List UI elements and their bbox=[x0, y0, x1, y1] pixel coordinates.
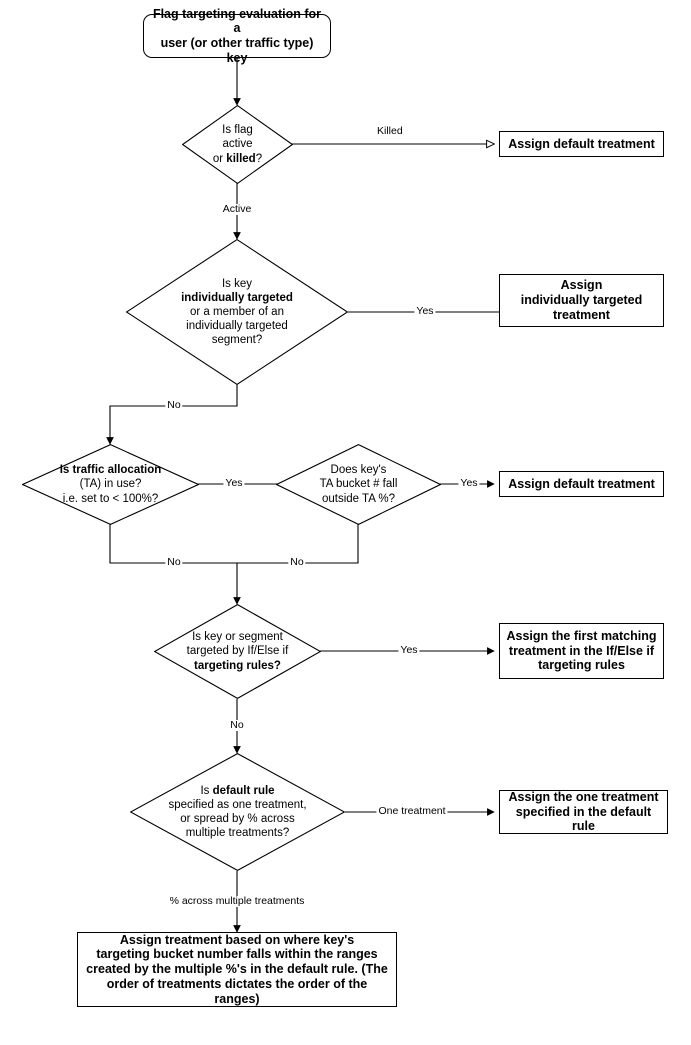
diamond-outline bbox=[182, 105, 293, 184]
percent-spread-line-2: targeting bucket number falls within the… bbox=[96, 947, 378, 962]
node-assign-default-treatment-killed[interactable]: Assign default treatment bbox=[499, 131, 664, 157]
indiv-treatment-line-2: individually targeted bbox=[520, 293, 643, 308]
flag-decision-line-3c: ? bbox=[255, 152, 263, 165]
indiv-decision-line-5: segment? bbox=[211, 334, 263, 347]
ifelse-decision-line-1: Is key or segment bbox=[192, 631, 283, 644]
indiv-decision-line-4: individually targeted bbox=[186, 320, 288, 332]
flag-decision-line-1: Is flag bbox=[222, 124, 253, 137]
edge-label-active: Active bbox=[220, 203, 254, 215]
ta-decision-line-2: (TA) in use? bbox=[79, 478, 142, 491]
edge-label-one-treatment: One treatment bbox=[376, 805, 448, 817]
edge-label-bucket-no: No bbox=[288, 556, 306, 568]
ta-decision-line-1: Is traffic allocation bbox=[59, 464, 162, 477]
edge-label-bucket-yes: Yes bbox=[458, 477, 480, 489]
default-rule-line-4: multiple treatments? bbox=[185, 827, 290, 840]
flag-decision-line-3b: killed bbox=[226, 152, 256, 165]
start-line-1: Flag targeting evaluation for a bbox=[152, 6, 322, 36]
percent-spread-line-1: Assign treatment based on where key's bbox=[119, 932, 355, 947]
bucket-decision-line-2: TA bucket # fall bbox=[319, 478, 398, 491]
bucket-decision-line-1: Does key's bbox=[330, 464, 387, 477]
indiv-decision-line-1: Is key bbox=[221, 277, 253, 290]
diamond-outline bbox=[154, 604, 321, 699]
node-assign-treatment-by-percent-ranges[interactable]: Assign treatment based on where key's ta… bbox=[77, 932, 397, 1007]
edge-label-ta-yes: Yes bbox=[223, 477, 245, 489]
edge-label-killed: Killed bbox=[375, 125, 405, 137]
first-matching-line-2: treatment in the If/Else if bbox=[508, 643, 655, 658]
node-assign-first-matching-treatment[interactable]: Assign the first matching treatment in t… bbox=[499, 623, 664, 679]
node-decision-flag-active-or-killed[interactable]: Is flag active or killed? bbox=[182, 105, 293, 184]
diamond-outline bbox=[22, 444, 199, 525]
flag-decision-line-2: active bbox=[222, 138, 253, 151]
node-decision-if-else-targeting-rules[interactable]: Is key or segment targeted by If/Else if… bbox=[154, 604, 321, 699]
indiv-treatment-line-1: Assign bbox=[560, 278, 603, 293]
percent-spread-line-3: created by the multiple %'s in the defau… bbox=[86, 962, 388, 977]
edge-label-percent-spread: % across multiple treatments bbox=[167, 895, 307, 907]
one-treatment-line-2: specified in the default rule bbox=[515, 804, 652, 834]
edge-label-ifelse-yes: Yes bbox=[398, 644, 420, 656]
first-matching-line-3: targeting rules bbox=[538, 658, 625, 673]
default-rule-line-3: or spread by % across bbox=[180, 813, 295, 825]
edge-label-indiv-no: No bbox=[165, 399, 183, 411]
bucket-decision-line-3: outside TA %? bbox=[321, 492, 396, 505]
first-matching-line-1: Assign the first matching bbox=[506, 628, 657, 643]
node-decision-ta-bucket-outside[interactable]: Does key's TA bucket # fall outside TA %… bbox=[276, 444, 441, 525]
node-assign-default-treatment-ta[interactable]: Assign default treatment bbox=[499, 471, 664, 497]
node-assign-one-treatment[interactable]: Assign the one treatment specified in th… bbox=[499, 790, 668, 834]
diamond-outline bbox=[276, 444, 441, 525]
default-treatment-ta-label: Assign default treatment bbox=[508, 476, 655, 491]
node-assign-individually-targeted-treatment[interactable]: Assign individually targeted treatment bbox=[499, 274, 664, 327]
node-decision-individually-targeted[interactable]: Is key individually targeted or a member… bbox=[126, 239, 348, 385]
edge-indiv-no bbox=[106, 384, 238, 445]
indiv-treatment-line-3: treatment bbox=[553, 307, 610, 322]
default-rule-line-2: specified as one treatment, bbox=[168, 798, 307, 811]
diamond-outline bbox=[130, 753, 345, 871]
indiv-decision-line-2: individually targeted bbox=[181, 291, 293, 304]
flag-decision-line-3a: or bbox=[212, 152, 227, 165]
ifelse-decision-line-2: targeted by If/Else if bbox=[186, 645, 289, 658]
one-treatment-line-1: Assign the one treatment bbox=[508, 789, 659, 804]
node-decision-traffic-allocation[interactable]: Is traffic allocation (TA) in use? i.e. … bbox=[22, 444, 199, 525]
diamond-outline bbox=[126, 239, 348, 385]
indiv-decision-line-3: or a member of an bbox=[190, 305, 284, 318]
edge-label-indiv-yes: Yes bbox=[414, 305, 436, 317]
ifelse-decision-line-3: targeting rules? bbox=[194, 659, 281, 672]
default-rule-line-1b: default rule bbox=[212, 784, 275, 797]
start-line-2: user (or other traffic type) key bbox=[160, 36, 314, 65]
edge-label-ta-no: No bbox=[165, 556, 183, 568]
percent-spread-line-4: order of treatments dictates the order o… bbox=[106, 976, 368, 1006]
default-rule-line-1a: Is bbox=[200, 784, 213, 797]
ta-decision-line-3: i.e. set to < 100%? bbox=[62, 492, 159, 505]
default-treatment-killed-label: Assign default treatment bbox=[508, 136, 655, 151]
node-decision-default-rule[interactable]: Is default rule specified as one treatme… bbox=[130, 753, 345, 871]
edge-label-ifelse-no: No bbox=[228, 719, 246, 731]
node-start-flag-targeting-evaluation[interactable]: Flag targeting evaluation for a user (or… bbox=[143, 7, 331, 65]
